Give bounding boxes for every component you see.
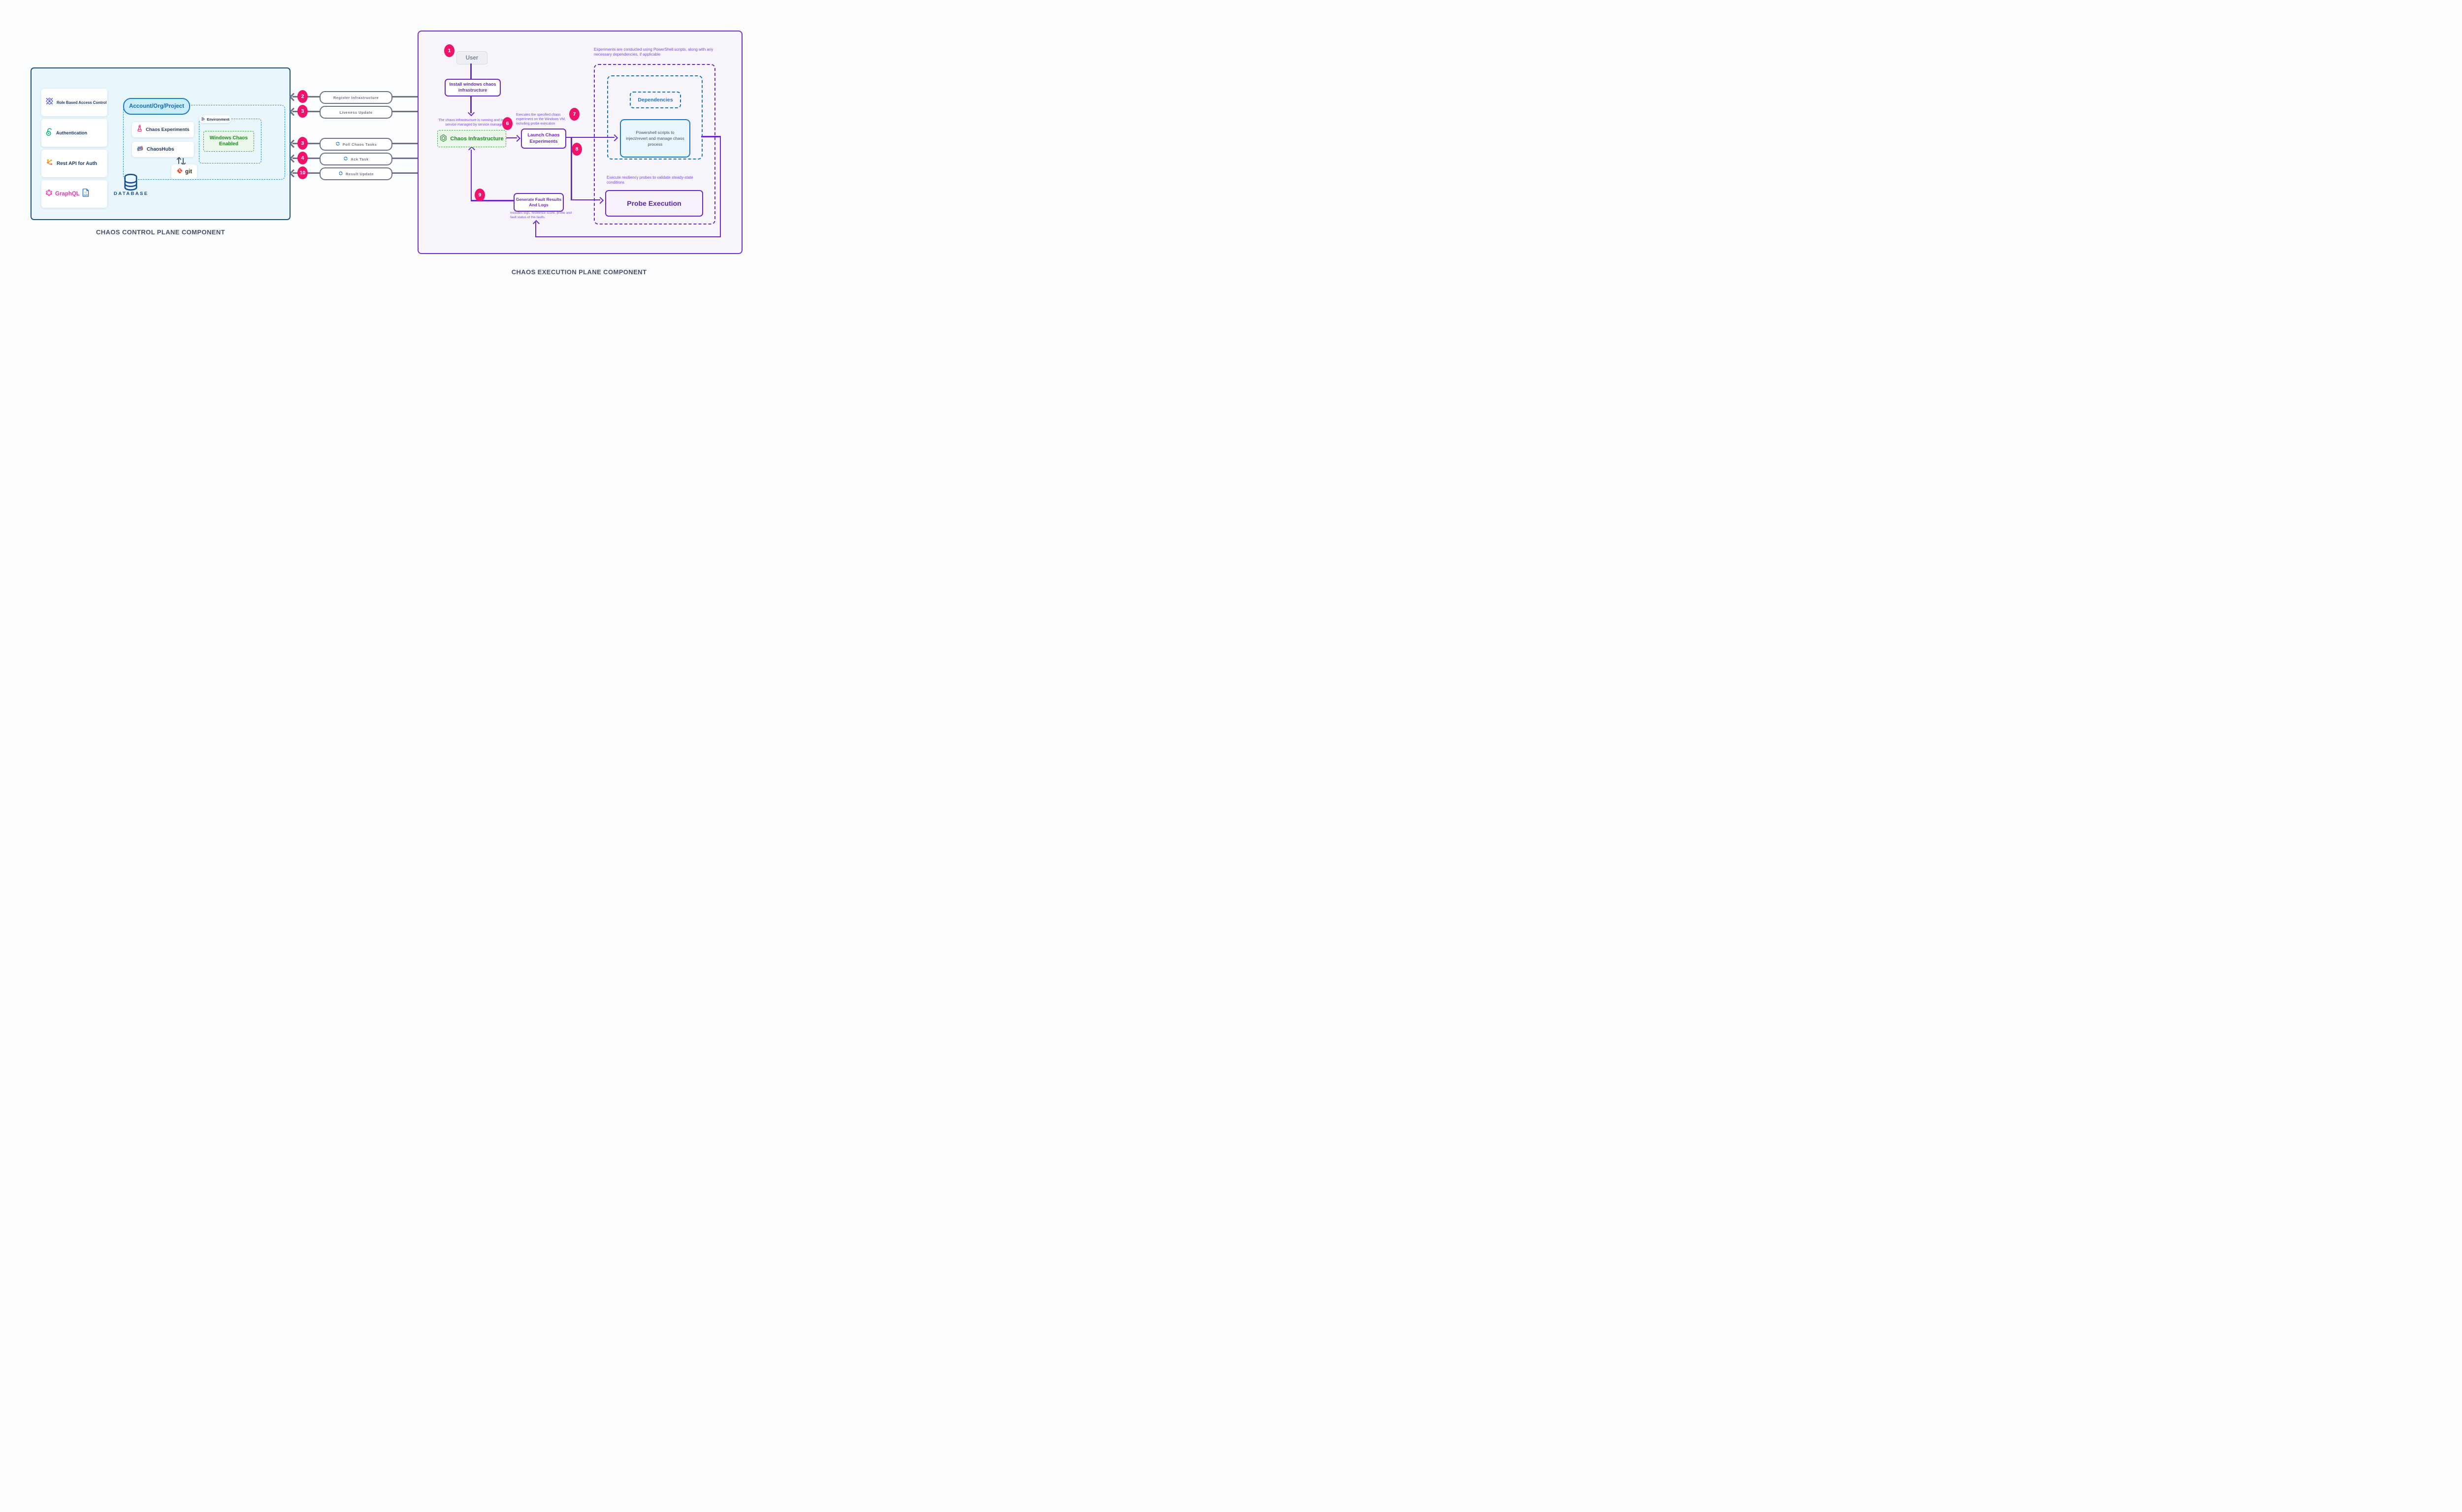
badge-8: 8 (572, 143, 582, 156)
install-chaos-infrastructure-box: Install windows chaos infrastructure (445, 79, 501, 97)
line-install-down (470, 95, 472, 113)
flow-pill-label: Poll Chaos Tasks (342, 142, 377, 147)
line-return-up (535, 222, 536, 237)
diagram-canvas: Role Based Access Control Authentication… (0, 0, 768, 306)
flow-pill-label: Ack Task (351, 157, 369, 161)
flow-arrow-left (289, 93, 298, 101)
launch-chaos-experiments-box: Launch Chaos Experiments (521, 129, 566, 149)
line-generate-left (470, 200, 514, 201)
badge-9: 9 (475, 189, 485, 201)
card-chaoshubs-label: ChaosHubs (147, 147, 174, 152)
account-org-project-boundary (123, 105, 285, 180)
flow-pill-label: Register Infrastructure (333, 95, 379, 100)
chaos-infrastructure-label: Chaos Infrastructure (450, 135, 504, 142)
flow-arrow-left (289, 107, 298, 116)
flow-arrow-left (289, 154, 298, 162)
branch-icon (45, 158, 54, 169)
git-icon (176, 167, 183, 177)
card-rest-api: Rest API for Auth (41, 150, 107, 177)
card-chaos-experiments-label: Chaos Experiments (146, 127, 190, 132)
note-executes: Executes the specified chaos experiment … (516, 113, 566, 126)
line-return-down (719, 136, 721, 237)
badge-1: 1 (444, 44, 454, 57)
note-powershell: Experiments are conducted using PowerShe… (594, 47, 713, 57)
svg-text:API: API (84, 194, 88, 197)
flow-pill-liveness-update: Liveness Update (320, 106, 392, 119)
hexagons-icon (201, 117, 205, 122)
environment-pill: Environment (199, 115, 231, 123)
flow-pill-ack-task: Ack Task (320, 153, 392, 165)
execution-plane-title: CHAOS EXECUTION PLANE COMPONENT (511, 268, 647, 276)
git-sync-line-up (178, 158, 179, 164)
probe-execution-box: Probe Execution (605, 190, 703, 217)
api-file-icon: API (82, 189, 89, 199)
card-rbac: Role Based Access Control (41, 89, 107, 116)
flow-pill-poll-chaos-tasks: Poll Chaos Tasks (320, 138, 392, 151)
chaos-infrastructure-icon (440, 134, 447, 144)
flow-pill-register-infrastructure: Register Infrastructure (320, 91, 392, 104)
line-branch-down (571, 137, 572, 200)
control-plane-title: CHAOS CONTROL PLANE COMPONENT (96, 228, 225, 236)
flow-arrow-left (289, 169, 298, 177)
card-rbac-label: Role Based Access Control (57, 100, 107, 105)
line-launch-powershell (564, 136, 615, 138)
graphql-icon (45, 189, 53, 199)
sync-icon (335, 140, 340, 149)
card-authentication: Authentication (41, 119, 107, 147)
chaos-infrastructure-box: Chaos Infrastructure (437, 130, 506, 147)
windows-chaos-enabled-box: Windows Chaos Enabled (203, 131, 254, 152)
card-rest-api-label: Rest API for Auth (57, 161, 97, 166)
card-git-label: git (185, 169, 193, 175)
card-graphql-label: GraphQL (55, 191, 80, 197)
flow-pill-label: Liveness Update (339, 110, 373, 115)
sync-icon (338, 169, 343, 178)
database-label: DATABASE (114, 191, 149, 196)
flow-pill-result-update: Result Update (320, 167, 392, 180)
database-icon (123, 173, 139, 193)
account-org-project-pill: Account/Org/Project (123, 98, 190, 115)
open-lock-icon (45, 128, 53, 139)
rbac-icon (45, 97, 54, 108)
powershell-scripts-box: Powershell scripts to inject/revert and … (620, 119, 690, 158)
note-running: The chaos infrastructure is running and … (438, 118, 511, 127)
badge-6: 6 (502, 117, 513, 130)
dependencies-box: Dependencies (630, 92, 681, 108)
card-git: git (171, 164, 197, 179)
line-return-right (701, 136, 721, 137)
card-authentication-label: Authentication (56, 130, 87, 135)
sync-icon (343, 155, 348, 163)
git-sync-line-down (183, 158, 184, 164)
powershell-scripts-label: Powershell scripts to inject/revert and … (626, 129, 684, 147)
note-probes: Execute resiliency probes to validate st… (607, 175, 693, 185)
scripts-boundary (607, 75, 703, 160)
flow-badge: 10 (297, 166, 308, 179)
test-tube-rack-icon (136, 145, 144, 155)
card-chaoshubs: ChaosHubs (132, 142, 194, 157)
flow-badge: 3 (297, 105, 308, 118)
line-return-bottom (535, 236, 721, 237)
line-generate-up (470, 150, 472, 201)
flow-badge: 2 (297, 90, 308, 103)
flow-pill-label: Result Update (346, 171, 374, 176)
flask-icon (136, 125, 143, 135)
line-infra-launch (505, 137, 517, 139)
line-branch-right (571, 199, 600, 200)
line-user-install (470, 64, 472, 79)
flow-badge: 4 (297, 152, 308, 164)
badge-7: 7 (569, 108, 580, 121)
card-chaos-experiments: Chaos Experiments (132, 122, 194, 137)
flow-badge: 3 (297, 137, 308, 150)
user-box: User (456, 51, 487, 64)
powershell-experiment-boundary (594, 64, 715, 225)
card-graphql: GraphQL API (41, 180, 107, 208)
note-includes: Includes logs, resilience score, probe a… (510, 211, 572, 219)
flow-arrow-left (289, 139, 298, 148)
environment-label: Environment (207, 117, 229, 122)
generate-fault-results-box: Generate Fault Results And Logs (514, 193, 564, 212)
